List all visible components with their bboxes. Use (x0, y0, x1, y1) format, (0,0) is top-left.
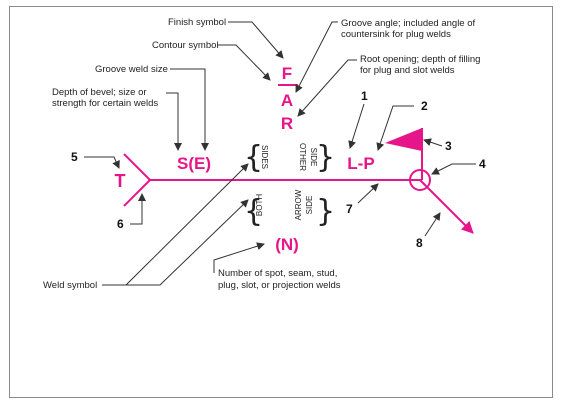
groove-angle-label-2: countersink for plug welds (341, 29, 451, 40)
arrow-side-text-1: ARROW (294, 189, 303, 220)
number-of-welds-symbol: (N) (275, 235, 299, 254)
weld-all-around-circle (409, 169, 431, 191)
tail-text: T (115, 171, 126, 191)
groove-angle-leader (295, 21, 338, 93)
callout-5: 5 (71, 150, 78, 164)
tail-lower (123, 179, 151, 207)
groove-weld-size-label: Groove weld size (95, 64, 168, 75)
root-opening-leader (297, 59, 357, 117)
depth-bevel-label-2: strength for certain welds (52, 98, 158, 109)
finish-symbol-label: Finish symbol (168, 17, 226, 28)
groove-weld-size-leader (170, 68, 209, 151)
callout-8-leader (424, 212, 441, 237)
root-opening-label-2: for plug and slot welds (360, 65, 455, 76)
callout-1-leader (348, 103, 365, 149)
groove-angle-symbol: A (281, 91, 293, 110)
arrow-line (419, 179, 474, 234)
groove-angle-label-1: Groove angle; included angle of (341, 18, 476, 29)
contour-symbol-label: Contour symbol (152, 40, 219, 51)
weld-symbol-label: Weld symbol (43, 280, 97, 291)
contour-leader (218, 44, 271, 81)
tail-upper (123, 153, 151, 181)
callout-7-leader (357, 183, 379, 204)
callout-2: 2 (421, 99, 428, 113)
callout-3-leader (423, 138, 443, 147)
field-weld-flag (385, 128, 422, 151)
callout-3: 3 (445, 139, 452, 153)
other-side-text-1: OTHER (298, 143, 307, 171)
other-side-text-2: SIDE (309, 148, 318, 167)
callout-7: 7 (346, 202, 353, 216)
finish-leader (228, 21, 284, 59)
brace-right-bottom: } (316, 194, 335, 229)
brace-left-bottom: { (244, 194, 263, 229)
diagram-frame (9, 6, 553, 398)
both-text: BOTH (255, 194, 264, 216)
callout-8: 8 (416, 236, 423, 250)
depth-bevel-label-1: Depth of bevel; size or (52, 87, 147, 98)
number-of-welds-leader (213, 242, 265, 273)
callout-4-leader (431, 163, 476, 175)
size-symbol: S(E) (177, 154, 211, 173)
finish-symbol: F (282, 64, 292, 83)
number-of-welds-label-2: plug, slot, or projection welds (218, 280, 341, 291)
root-opening-symbol: R (281, 114, 293, 133)
arrow-side-text-2: SIDE (305, 196, 314, 215)
callout-5-leader (84, 156, 120, 169)
brace-right-top: } (316, 140, 335, 175)
callout-6-leader (130, 193, 146, 225)
number-of-welds-label-1: Number of spot, seam, stud, (218, 268, 337, 279)
sides-text: SIDES (260, 145, 269, 169)
depth-bevel-leader (166, 92, 182, 151)
length-pitch-symbol: L-P (347, 154, 374, 173)
weld-symbol-leader-lower (126, 199, 249, 286)
brace-left-top: { (244, 140, 263, 175)
callout-4: 4 (479, 157, 486, 171)
callout-6: 6 (117, 217, 124, 231)
root-opening-label-1: Root opening; depth of filling (360, 54, 480, 65)
callout-2-leader (376, 105, 414, 151)
callout-1: 1 (361, 89, 368, 103)
